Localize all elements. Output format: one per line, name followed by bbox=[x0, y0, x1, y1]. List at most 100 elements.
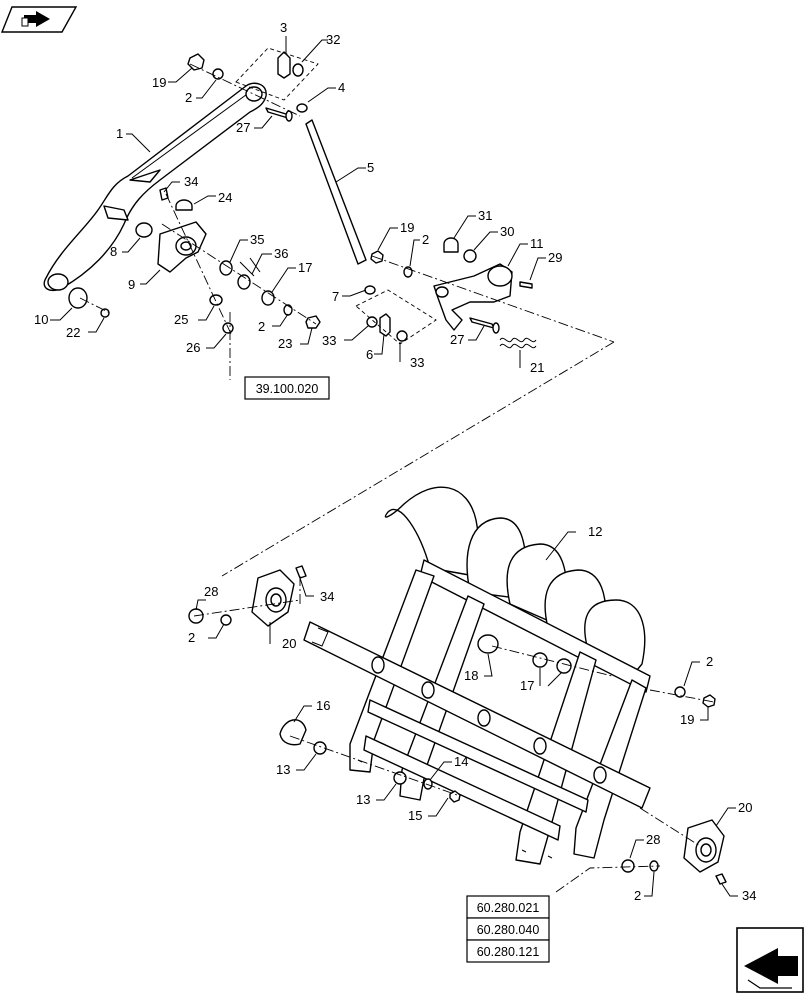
callout-27: 27 bbox=[236, 120, 250, 135]
reference-bottom-label-3: 60.280.121 bbox=[477, 945, 540, 959]
callout-10: 10 bbox=[34, 312, 48, 327]
callout-19: 19 bbox=[152, 75, 166, 90]
callout-25: 25 bbox=[174, 312, 188, 327]
washer-part-33-left bbox=[366, 316, 378, 328]
washer-part-32 bbox=[292, 63, 304, 77]
reference-bottom-label-2: 60.280.040 bbox=[477, 923, 540, 937]
screw-part-34-left bbox=[295, 565, 307, 579]
callout-23: 23 bbox=[278, 336, 292, 351]
nut-part-7 bbox=[364, 285, 376, 295]
callout-33b: 33 bbox=[410, 355, 424, 370]
callout-11: 11 bbox=[530, 236, 544, 251]
reference-box-top[interactable]: 39.100.020 bbox=[244, 376, 330, 400]
pin-part-29 bbox=[519, 281, 533, 289]
washer-part-17b bbox=[556, 658, 572, 674]
washer-part-33-right bbox=[396, 330, 408, 342]
callout-26: 26 bbox=[186, 340, 200, 355]
callout-27b: 27 bbox=[450, 332, 464, 347]
callout-9: 9 bbox=[128, 277, 135, 292]
callout-14: 14 bbox=[454, 754, 468, 769]
callout-22: 22 bbox=[66, 325, 80, 340]
washer-part-25 bbox=[209, 294, 223, 306]
callout-2b: 2 bbox=[258, 319, 265, 334]
callouts: 1 19 2 3 32 4 27 5 34 24 8 9 10 22 35 36… bbox=[34, 20, 756, 903]
callout-15: 15 bbox=[408, 808, 422, 823]
cap-part-16 bbox=[279, 719, 307, 746]
callout-1: 1 bbox=[116, 126, 123, 141]
callout-2e: 2 bbox=[706, 654, 713, 669]
washer-part-13-left bbox=[313, 741, 327, 755]
callout-30: 30 bbox=[500, 224, 514, 239]
washer-part-13-right bbox=[393, 771, 407, 785]
callout-31: 31 bbox=[478, 208, 492, 223]
callout-3: 3 bbox=[280, 20, 287, 35]
nut-part-4 bbox=[296, 103, 308, 113]
screw-part-34-right bbox=[715, 873, 727, 885]
callout-8: 8 bbox=[110, 244, 117, 259]
washer-part-2-farright bbox=[674, 686, 686, 698]
callout-6: 6 bbox=[366, 347, 373, 362]
callout-35: 35 bbox=[250, 232, 264, 247]
roller-part-10 bbox=[68, 287, 88, 309]
callout-20b: 20 bbox=[738, 800, 752, 815]
callout-21: 21 bbox=[530, 360, 544, 375]
cap-part-24 bbox=[175, 199, 193, 211]
next-page-button[interactable] bbox=[736, 927, 804, 993]
callout-2: 2 bbox=[185, 90, 192, 105]
reference-bottom-label-1: 60.280.021 bbox=[477, 901, 540, 915]
leader-lines bbox=[50, 36, 738, 897]
previous-page-button[interactable] bbox=[0, 6, 78, 33]
arm-part-1 bbox=[43, 82, 267, 292]
washer-part-2-left bbox=[220, 614, 232, 626]
nut-part-19-mid bbox=[370, 250, 384, 264]
washer-part-14 bbox=[423, 778, 433, 790]
washer-part-30 bbox=[463, 249, 477, 263]
reel-assembly-part-12 bbox=[303, 486, 651, 865]
bearing-part-20-right bbox=[683, 819, 725, 873]
callout-19b: 19 bbox=[400, 220, 414, 235]
nut-part-15 bbox=[449, 790, 461, 803]
callout-34: 34 bbox=[184, 174, 198, 189]
nut-part-19-top bbox=[187, 53, 205, 71]
callout-34c: 34 bbox=[742, 888, 756, 903]
bolt-part-27-mid bbox=[469, 317, 500, 334]
callout-13: 13 bbox=[276, 762, 290, 777]
cap-part-18 bbox=[477, 634, 499, 654]
bearing-bracket-part-9 bbox=[157, 221, 207, 273]
callout-28b: 28 bbox=[646, 832, 660, 847]
callout-16: 16 bbox=[316, 698, 330, 713]
ring-part-35 bbox=[219, 260, 233, 276]
bearing-part-20-left bbox=[251, 569, 295, 627]
callout-2f: 2 bbox=[634, 888, 641, 903]
callout-33: 33 bbox=[322, 333, 336, 348]
callout-2d: 2 bbox=[188, 630, 195, 645]
reference-top-label: 39.100.020 bbox=[256, 382, 319, 396]
washer-part-2-top bbox=[212, 68, 224, 80]
cap-part-28-right bbox=[621, 859, 635, 873]
cap-part-31 bbox=[443, 237, 459, 253]
bolt-part-3 bbox=[277, 51, 291, 79]
callout-28: 28 bbox=[204, 584, 218, 599]
callout-5: 5 bbox=[367, 160, 374, 175]
washer-part-17a bbox=[532, 652, 548, 668]
callout-20: 20 bbox=[282, 636, 296, 651]
callout-29: 29 bbox=[548, 250, 562, 265]
bolt-part-6 bbox=[379, 313, 391, 337]
callout-4: 4 bbox=[338, 80, 345, 95]
callout-13b: 13 bbox=[356, 792, 370, 807]
callout-7: 7 bbox=[332, 289, 339, 304]
callout-2c: 2 bbox=[422, 232, 429, 247]
callout-18: 18 bbox=[464, 668, 478, 683]
lever-part-11 bbox=[433, 263, 513, 331]
callout-17: 17 bbox=[298, 260, 312, 275]
callout-12: 12 bbox=[588, 524, 602, 539]
callout-32: 32 bbox=[326, 32, 340, 47]
rod-part-5 bbox=[305, 119, 367, 265]
bush-part-8 bbox=[103, 205, 153, 238]
callout-17b: 17 bbox=[520, 678, 534, 693]
reference-box-bottom[interactable]: 60.280.021 60.280.040 60.280.121 bbox=[466, 895, 550, 963]
callout-36: 36 bbox=[274, 246, 288, 261]
screw-part-34-top bbox=[159, 187, 169, 201]
callout-24: 24 bbox=[218, 190, 232, 205]
